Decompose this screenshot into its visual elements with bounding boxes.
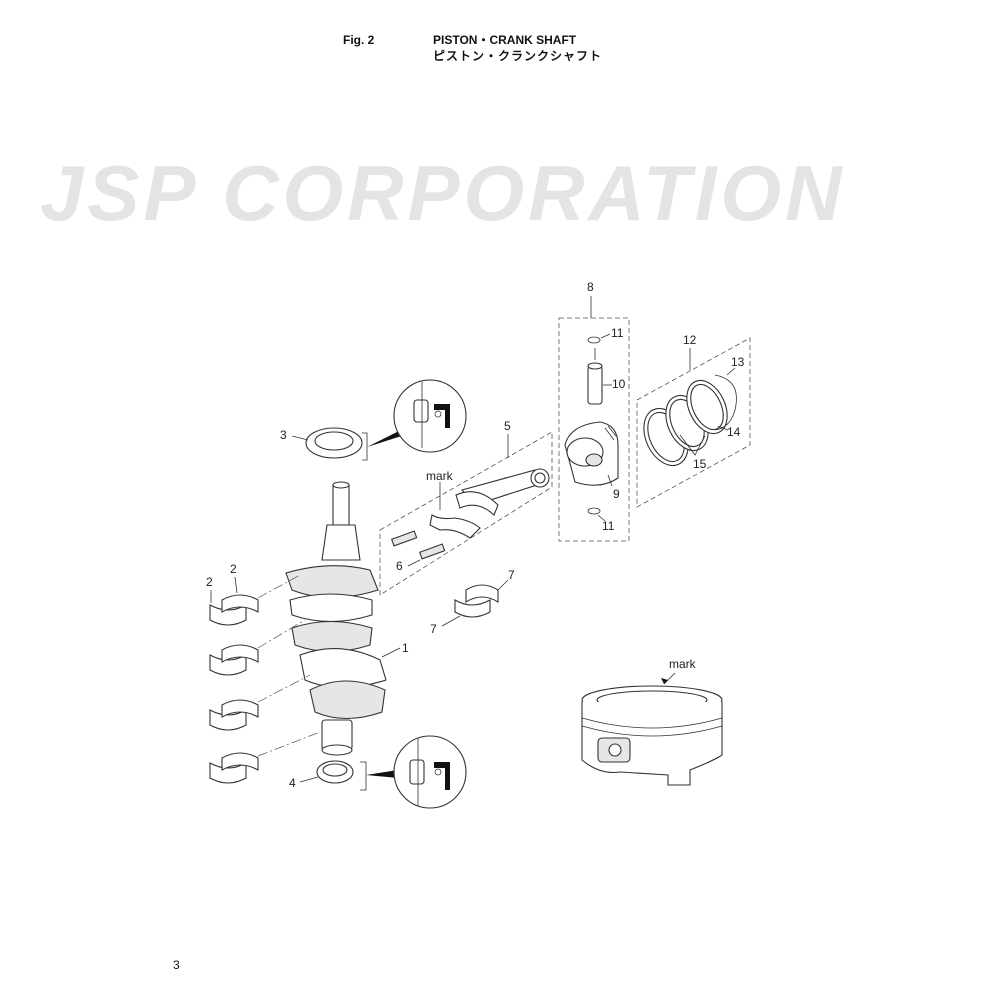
crankshaft	[285, 481, 387, 756]
piston-pin	[587, 362, 603, 405]
callout-9: 9	[613, 487, 620, 501]
piston-rings	[643, 374, 737, 467]
callout-11-bottom: 11	[602, 519, 615, 533]
callout-12: 12	[683, 333, 697, 347]
callout-2-left: 2	[206, 575, 213, 589]
seal-detail-lower	[393, 735, 467, 809]
figure-title: PISTON・CRANK SHAFT	[433, 33, 577, 47]
main-bearings	[209, 594, 259, 784]
callout-10: 10	[612, 377, 626, 391]
callout-15: 15	[693, 457, 707, 471]
watermark: JSP CORPORATION	[40, 149, 845, 237]
callout-1: 1	[402, 641, 409, 655]
callout-8: 8	[587, 280, 594, 294]
callout-4: 4	[289, 776, 296, 790]
callout-3: 3	[280, 428, 287, 442]
oil-seal-upper	[305, 427, 363, 459]
piston	[564, 421, 619, 486]
seal-detail-upper	[393, 379, 467, 453]
callout-7-top: 7	[508, 568, 515, 582]
mark-label-piston: mark	[669, 657, 697, 671]
piston-pin-clip-bottom	[587, 507, 601, 515]
callout-5: 5	[504, 419, 511, 433]
piston-mark-detail	[581, 685, 723, 786]
callout-11-top: 11	[611, 326, 624, 340]
oil-seal-lower	[316, 760, 354, 784]
figure-title-japanese: ピストン・クランクシャフト	[433, 49, 603, 63]
piston-assembly-box	[558, 317, 630, 542]
connecting-rod	[429, 468, 550, 539]
piston-pin-clip-top	[587, 336, 601, 344]
callout-14: 14	[727, 425, 741, 439]
page-number: 3	[173, 958, 180, 972]
connecting-rod-bearings	[454, 584, 499, 618]
callout-2-right: 2	[230, 562, 237, 576]
callout-6: 6	[396, 559, 403, 573]
callout-7-bottom: 7	[430, 622, 437, 636]
connecting-rod-box	[379, 431, 553, 596]
callout-13: 13	[731, 355, 745, 369]
mark-label-rod: mark	[426, 469, 454, 483]
figure-number: Fig. 2	[343, 33, 375, 47]
connecting-rod-bolts	[390, 530, 446, 560]
piston-ring-set-box	[636, 337, 751, 508]
